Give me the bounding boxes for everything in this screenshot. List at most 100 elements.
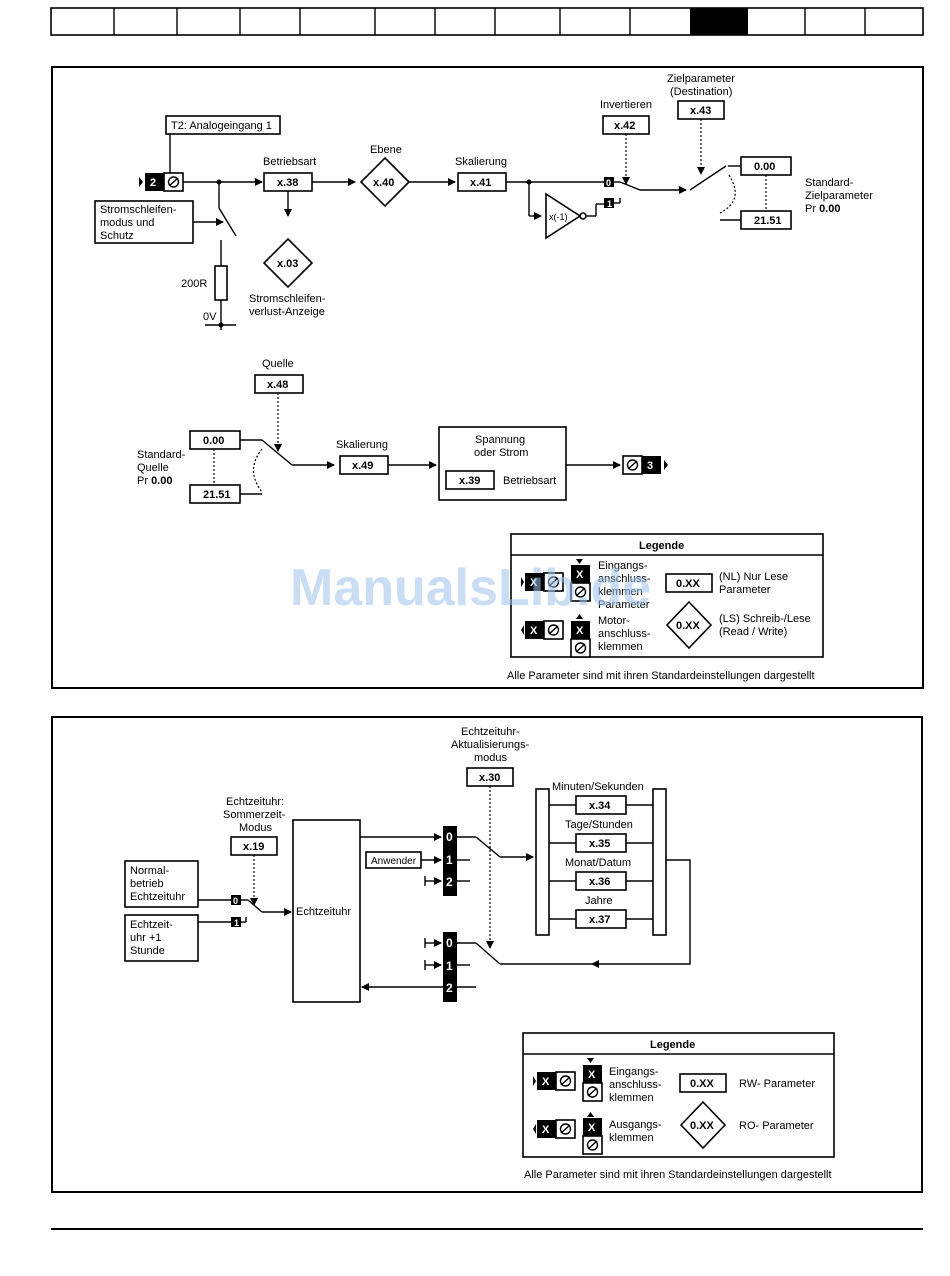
- param-x39[interactable]: [445, 470, 495, 490]
- legend-1-motor-line3: klemmen: [598, 641, 643, 653]
- legend-2-x-label-2: X: [588, 1069, 596, 1081]
- output-arrow-icon: [533, 1124, 536, 1134]
- connector-icon: [626, 459, 639, 471]
- connector-icon: [574, 586, 587, 598]
- active-tab[interactable]: [690, 8, 748, 35]
- plus1-line2: uhr +1: [130, 932, 162, 944]
- connector-icon: [586, 1139, 599, 1151]
- p35-label: Tage/Stunden: [565, 819, 633, 831]
- normal-line1: Normal-: [130, 865, 169, 877]
- legend-2-ro: RO- Parameter: [739, 1120, 814, 1132]
- invert-switch: [619, 181, 641, 191]
- param-x34-label: x.34: [589, 800, 611, 812]
- connector-icon: [167, 176, 180, 188]
- mux-2-2: 2: [446, 981, 453, 995]
- plus1-line1: Echtzeit-: [130, 919, 173, 931]
- switch-pos-1-label: 1: [607, 199, 612, 209]
- terminal-2[interactable]: [145, 173, 164, 191]
- mux-2-switch: [475, 942, 501, 965]
- param-x48[interactable]: [254, 374, 304, 394]
- legend-1-ls-line2: (Read / Write): [719, 626, 787, 638]
- legend-2-title: Legende: [650, 1039, 695, 1051]
- diagram2-frame: [51, 716, 923, 1193]
- loop-mode-line2: modus und: [100, 217, 154, 229]
- mux-1-2: 2: [446, 875, 453, 889]
- std-src-value: 0.00: [151, 475, 172, 487]
- scale2-label: Skalierung: [336, 439, 388, 451]
- normal-line2: betrieb: [130, 878, 164, 890]
- p36-label: Monat/Datum: [565, 857, 631, 869]
- zero-v-label: 0V: [203, 311, 217, 323]
- source-label: Quelle: [262, 358, 294, 370]
- footnote-1: Alle Parameter sind mit ihren Standardei…: [507, 670, 815, 682]
- loop-mode-box: [94, 200, 194, 244]
- param-x40[interactable]: [359, 156, 411, 208]
- upd-label-line2: Aktualisierungs-: [451, 739, 530, 751]
- mux-1-switch: [475, 836, 501, 858]
- output-arrow-icon: [521, 625, 524, 635]
- left-bus: [535, 788, 550, 936]
- param-x36-label: x.36: [589, 876, 610, 888]
- terminal-arrow-icon: [664, 460, 668, 470]
- input-label-box: [165, 115, 281, 135]
- dst-label-line2: Sommerzeit-: [223, 809, 286, 821]
- legend-1-x-label: X: [530, 577, 538, 589]
- legend-2-output-terminal-icon: [537, 1120, 556, 1138]
- dest-label-line2: (Destination): [670, 86, 732, 98]
- legend-1-x-label-3: X: [530, 625, 538, 637]
- legend-2-x-label-3: X: [542, 1124, 550, 1136]
- dst-switch: [247, 899, 263, 913]
- legend-1-motor-line1: Motor-: [598, 615, 630, 627]
- legend-2-param-label: 0.XX: [690, 1078, 715, 1090]
- legend-1-diamond: [665, 600, 713, 650]
- mux-2: [443, 932, 457, 1002]
- std-dest-value: 0.00: [819, 203, 840, 215]
- down-arrow-icon: [576, 559, 583, 564]
- param-x03[interactable]: [262, 237, 314, 289]
- param-x38-label: x.38: [277, 177, 298, 189]
- source-switch: [261, 439, 293, 466]
- input-arrow-icon: [533, 1076, 536, 1086]
- param-x40-label: x.40: [373, 177, 394, 189]
- legend-2-diamond: [679, 1100, 727, 1150]
- mux-1-0: 0: [446, 830, 453, 844]
- rtc-switch-pos-0-label: 0: [233, 896, 238, 906]
- switch-pos-0-label: 0: [606, 178, 611, 188]
- legend-1-nl-line1: (NL) Nur Lese: [719, 571, 788, 583]
- user-label: Anwender: [371, 856, 417, 867]
- param-x37-label: x.37: [589, 914, 610, 926]
- legend-1-title: Legende: [639, 540, 684, 552]
- param-x41-label: x.41: [470, 177, 491, 189]
- right-bus: [652, 788, 667, 936]
- loop-switch: [218, 207, 237, 237]
- std-dest-line2: Zielparameter: [805, 190, 873, 202]
- p34-label: Minuten/Sekunden: [552, 781, 644, 793]
- param-x03-label: x.03: [277, 258, 298, 270]
- dst-label-line3: Modus: [239, 822, 273, 834]
- param-x39-label: x.39: [459, 475, 480, 487]
- mux-1: [443, 826, 457, 896]
- invert-label: Invertieren: [600, 99, 652, 111]
- terminal-3[interactable]: [642, 456, 661, 474]
- connector-icon: [547, 624, 560, 636]
- std-dest-prefix: Pr: [805, 203, 819, 215]
- legend-1-nl-line2: Parameter: [719, 584, 771, 596]
- mux-2-1: 1: [446, 959, 453, 973]
- clock-label: Echtzeituhr: [296, 906, 351, 918]
- connector-icon: [559, 1123, 572, 1135]
- connector-icon: [586, 1086, 599, 1098]
- legend-2-param-box: [679, 1073, 727, 1093]
- scale-label: Skalierung: [455, 156, 507, 168]
- param-x30-label: x.30: [479, 772, 500, 784]
- std-src-prefix: Pr: [137, 475, 151, 487]
- legend-1-motor-terminal-icon: [525, 621, 544, 639]
- legend-1-in-line4: Parameter: [598, 599, 650, 611]
- legend-2-x-label: X: [542, 1076, 550, 1088]
- loss-label-line2: verlust-Anzeige: [249, 306, 325, 318]
- connector-icon: [547, 576, 560, 588]
- clock-block: [292, 819, 361, 1003]
- p37-label: Jahre: [585, 895, 613, 907]
- down-arrow-icon: [587, 1058, 594, 1063]
- inverter: [545, 192, 582, 240]
